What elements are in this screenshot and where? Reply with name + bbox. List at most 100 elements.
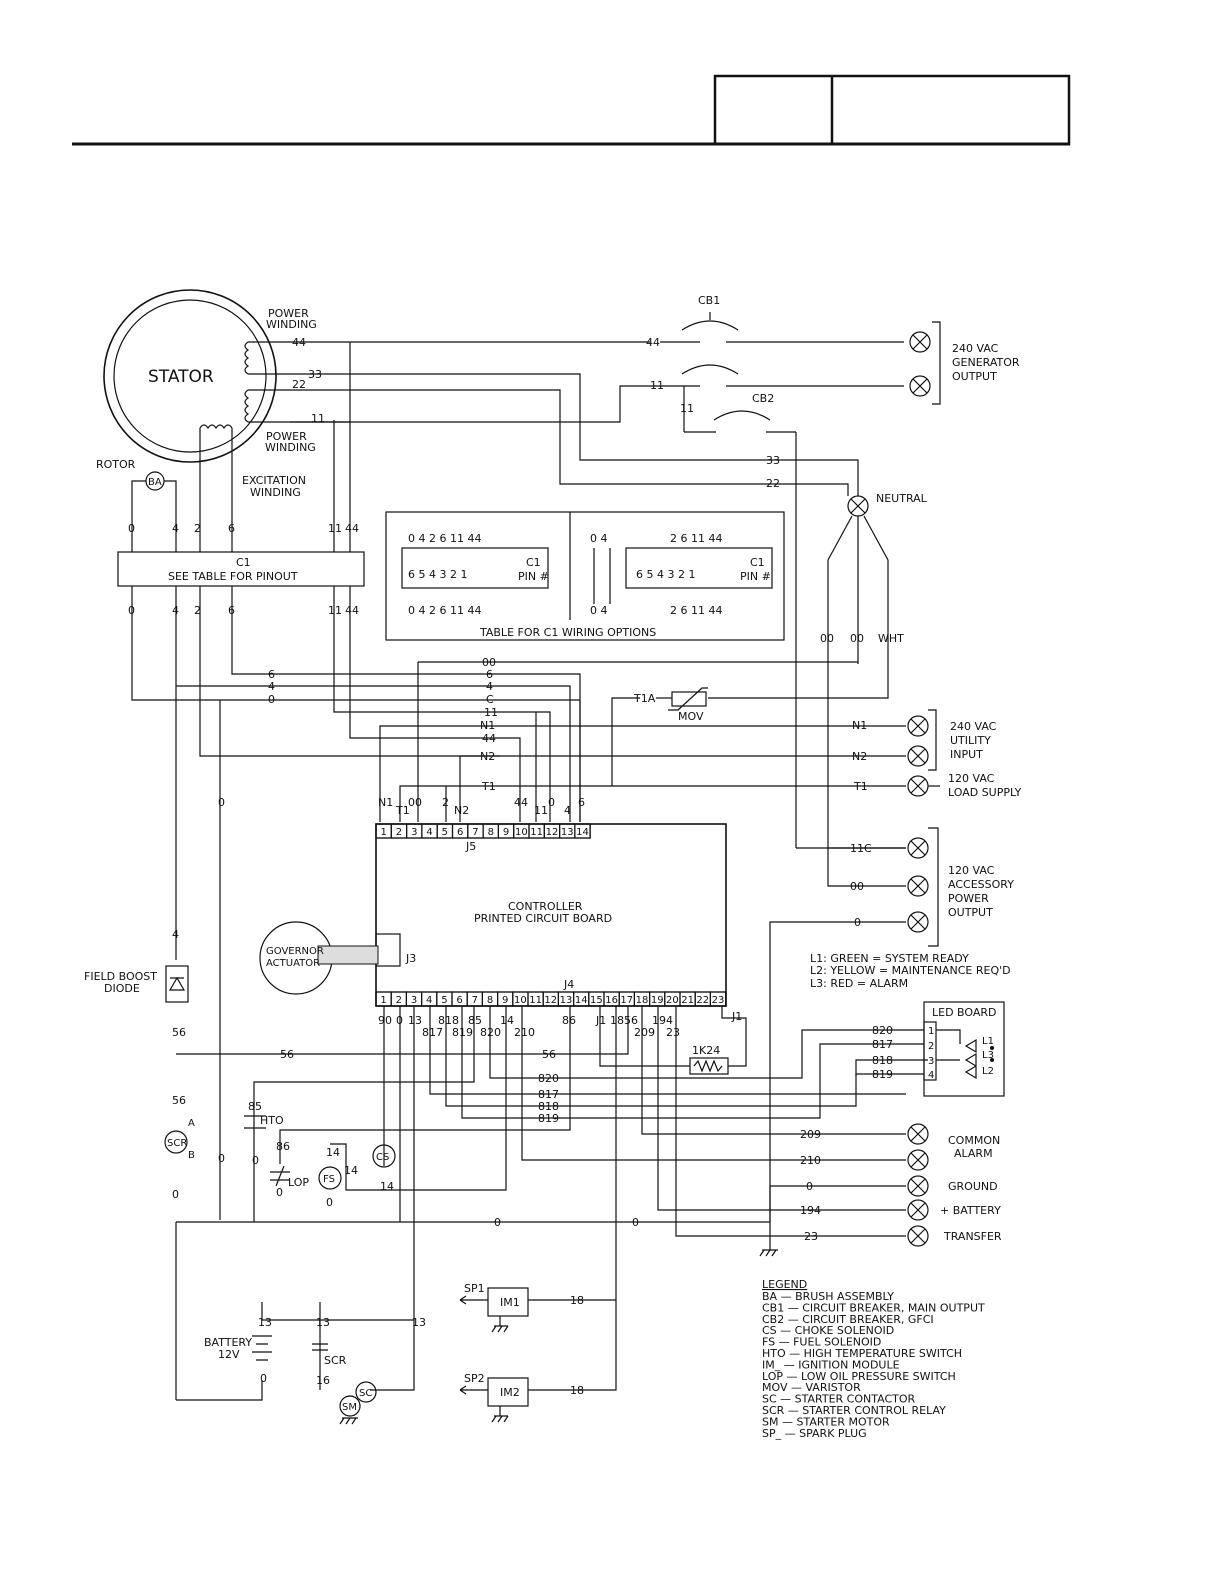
j4-pins-label: 5 [441,995,447,1006]
legend-item: MOV — VARISTOR [762,1381,861,1394]
j4-pins-label: 2 [396,995,402,1006]
svg-text:0: 0 [172,1188,179,1201]
svg-text:4: 4 [268,680,275,693]
svg-text:18: 18 [570,1294,584,1307]
svg-text:N2: N2 [852,750,867,763]
svg-text:4: 4 [172,928,179,941]
svg-text:WHT: WHT [878,632,904,645]
j4-pins-label: 22 [696,995,709,1006]
svg-text:WINDING: WINDING [266,318,317,331]
rotor-label: ROTOR [96,458,136,471]
svg-text:819: 819 [452,1026,473,1039]
svg-text:GROUND: GROUND [948,1180,998,1193]
svg-text:00: 00 [850,632,864,645]
svg-text:TRANSFER: TRANSFER [943,1230,1002,1243]
choke-solenoid: CS [372,1144,396,1168]
legend-item: SC — STARTER CONTACTOR [762,1393,916,1406]
svg-text:C1: C1 [236,556,251,569]
svg-text:T1: T1 [481,780,496,793]
battery-12v: BATTERY 12V [204,1335,272,1361]
svg-text:44: 44 [345,604,359,617]
svg-text:SP1: SP1 [464,1282,485,1295]
svg-text:209: 209 [800,1128,821,1141]
svg-text:LED BOARD: LED BOARD [932,1006,997,1019]
svg-text:11: 11 [484,706,498,719]
j4-pins-box [709,991,727,1007]
svg-text:1: 1 [928,1026,934,1037]
j4-pins-label: 18 [636,995,649,1006]
svg-text:0: 0 [548,796,555,809]
svg-text:J5: J5 [465,840,476,853]
legend-item: SCR — STARTER CONTROL RELAY [762,1404,946,1417]
svg-text:00: 00 [820,632,834,645]
legend-item: CB2 — CIRCUIT BREAKER, GFCI [762,1313,934,1326]
svg-text:819: 819 [872,1068,893,1081]
svg-text:56: 56 [542,1048,556,1061]
scr-relay: SCR [312,1343,347,1367]
svg-text:2 6 11 44: 2 6 11 44 [670,604,722,617]
svg-text:C1: C1 [526,556,541,569]
svg-text:NEUTRAL: NEUTRAL [876,492,928,505]
svg-text:44: 44 [292,336,306,349]
svg-text:TABLE FOR C1 WIRING OPTIONS: TABLE FOR C1 WIRING OPTIONS [479,626,656,639]
svg-text:LOAD SUPPLY: LOAD SUPPLY [948,786,1022,799]
page-header [72,74,1071,146]
svg-text:WINDING: WINDING [265,441,316,454]
svg-text:SCR: SCR [167,1138,187,1149]
svg-text:6 5 4 3 2 1: 6 5 4 3 2 1 [408,568,467,581]
svg-text:23: 23 [666,1026,680,1039]
svg-text:J1: J1 [731,1010,742,1023]
power-winding-label-top: POWER [268,307,309,320]
svg-text:0: 0 [268,693,275,706]
svg-text:L2: L2 [982,1066,994,1077]
j4-pins-label: 16 [605,995,618,1006]
svg-text:CONTROLLER: CONTROLLER [508,900,583,913]
legend-item: FS — FUEL SOLENOID [762,1336,881,1349]
svg-text:120 VAC: 120 VAC [948,864,995,877]
svg-text:BA: BA [148,477,162,488]
svg-text:00: 00 [408,796,422,809]
svg-text:ACCESSORY: ACCESSORY [948,878,1014,891]
svg-text:16: 16 [316,1374,330,1387]
svg-text:11: 11 [311,412,325,425]
svg-text:14: 14 [500,1014,514,1027]
j5-pins-label: 13 [561,827,574,838]
j4-pins-label: 7 [472,995,478,1006]
svg-text:C1: C1 [750,556,765,569]
svg-text:SC: SC [359,1388,372,1399]
j4-pins-label: 12 [544,995,557,1006]
svg-text:56: 56 [172,1094,186,1107]
svg-text:0: 0 [806,1180,813,1193]
svg-text:N2: N2 [454,804,469,817]
svg-text:2: 2 [442,796,449,809]
svg-text:T1: T1 [853,780,868,793]
stator-label: STATOR [148,367,214,387]
j5-pins-label: 2 [396,827,402,838]
svg-text:COMMON: COMMON [948,1134,1000,1147]
svg-text:33: 33 [308,368,322,381]
svg-text:J3: J3 [405,952,416,965]
j5-pins-label: 6 [457,827,463,838]
lop-switch: LOP [270,1165,309,1189]
svg-text:6 5 4 3 2 1: 6 5 4 3 2 1 [636,568,695,581]
j4-pins-label: 17 [620,995,633,1006]
svg-text:818: 818 [538,1100,559,1113]
svg-text:4: 4 [486,680,493,693]
j4-pins-label: 9 [502,995,508,1006]
led-notes: L1: GREEN = SYSTEM READY L2: YELLOW = MA… [810,952,1011,990]
svg-text:210: 210 [800,1154,821,1167]
svg-text:2 6 11 44: 2 6 11 44 [670,532,722,545]
svg-text:L3: RED = ALARM: L3: RED = ALARM [810,977,908,990]
legend-item: SP_ — SPARK PLUG [762,1427,867,1440]
svg-text:820: 820 [538,1072,559,1085]
svg-text:J4: J4 [563,978,574,991]
svg-text:T1A: T1A [633,692,656,705]
j5-pins-label: 14 [576,827,589,838]
svg-text:14: 14 [344,1164,358,1177]
svg-text:L3: L3 [982,1050,994,1061]
svg-text:4: 4 [564,804,571,817]
j5-pins-box [574,823,591,839]
